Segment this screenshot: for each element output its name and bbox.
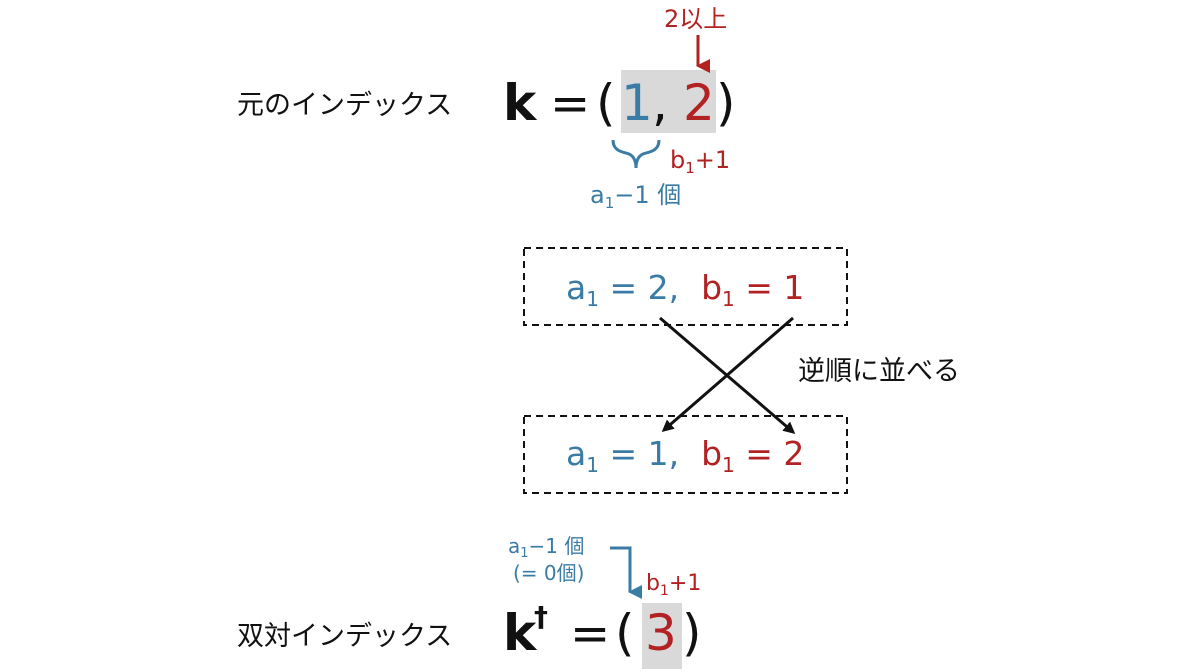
k-dagger-symbol: k [503,604,538,662]
comma-top: , [652,74,668,132]
b1-plus-one-bottom: b1+1 [646,571,701,599]
left-paren-bottom: ( [615,604,635,662]
a1-minus-one-bottom: a1−1 個 [508,534,584,561]
dashed-box-after [523,415,848,494]
highlight-box-bottom [642,603,682,669]
dual-index-label: 双対インデックス [237,621,452,652]
box2-text: a1 = 1,b1 = 2 [566,434,804,477]
cross-arrow-b-to-a [661,316,794,432]
value-3: 3 [645,604,677,662]
value-2: 2 [683,74,715,132]
blue-brace [611,139,661,169]
equals-sign-top: = [550,76,590,132]
equals-sign-bottom: = [570,606,610,662]
original-index-label: 元のインデックス [237,90,452,121]
right-paren-bottom: ) [682,604,702,662]
right-paren-top: ) [716,74,736,132]
box1-text: a1 = 2,b1 = 1 [566,268,804,311]
reverse-order-label: 逆順に並べる [798,356,960,387]
b1-plus-one-top: b1+1 [670,146,730,177]
left-paren-top: ( [596,74,616,132]
value-1: 1 [621,74,653,132]
at-least-two-note: 2以上 [664,5,727,33]
dagger-mark: † [534,600,548,633]
k-symbol: k [503,74,538,132]
highlight-box-top [621,70,716,133]
dashed-box-before [523,247,848,326]
zero-count-note: (= 0個) [513,561,584,585]
a1-minus-one-top: a1−1 個 [590,181,681,212]
blue-bent-arrow [610,546,642,599]
